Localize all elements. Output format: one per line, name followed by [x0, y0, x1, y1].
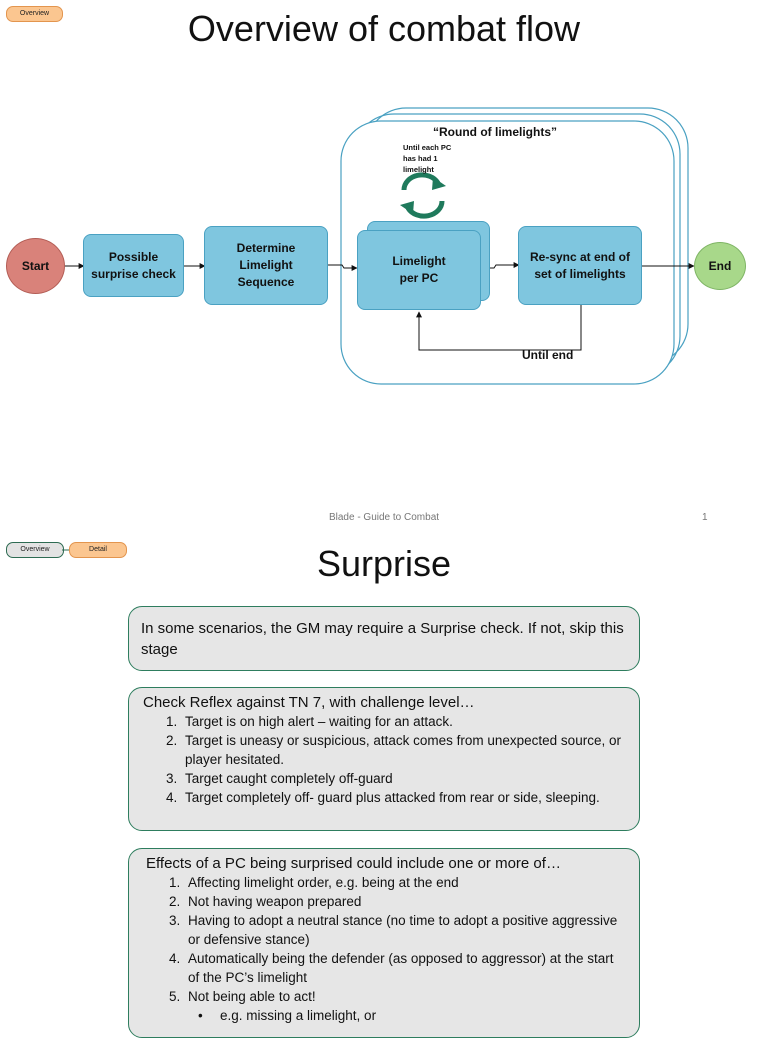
reflex-check-box: Check Reflex against TN 7, with challeng…	[128, 687, 640, 831]
surprise-intro-box: In some scenarios, the GM may require a …	[128, 606, 640, 671]
surprise-check-node: Possible surprise check	[83, 234, 184, 297]
limelight-per-pc-node: Limelight per PC	[357, 230, 481, 310]
end-node: End	[694, 242, 746, 290]
loop-condition-label: Until each PC has had 1 limelight	[403, 143, 452, 174]
list-item: Target completely off- guard plus attack…	[181, 788, 625, 807]
round-frame	[340, 120, 675, 385]
surprise-effects-sublist: e.g. missing a limelight, or	[146, 1006, 622, 1025]
list-item: e.g. missing a limelight, or	[220, 1006, 622, 1025]
reflex-check-lead: Check Reflex against TN 7, with challeng…	[143, 694, 475, 711]
nav-overview-tab[interactable]: Overview	[6, 6, 63, 22]
resync-node: Re-sync at end of set of limelights	[518, 226, 642, 305]
slide-footer: Blade - Guide to Combat	[328, 512, 440, 523]
list-item: Target caught completely off-guard	[181, 769, 625, 788]
slide2-title: Surprise	[316, 543, 452, 584]
breadcrumb-connector	[62, 549, 70, 551]
surprise-effects-box: Effects of a PC being surprised could in…	[128, 848, 640, 1038]
nav-detail-tab[interactable]: Detail	[69, 542, 127, 558]
surprise-effects-lead: Effects of a PC being surprised could in…	[146, 855, 561, 872]
list-item: Target is uneasy or suspicious, attack c…	[181, 731, 625, 769]
list-item: Affecting limelight order, e.g. being at…	[184, 873, 622, 892]
list-item: Having to adopt a neutral stance (no tim…	[184, 911, 622, 949]
challenge-level-list: Target is on high alert – waiting for an…	[143, 712, 625, 807]
list-item: Not being able to act!	[184, 987, 622, 1006]
round-of-limelights-label: “Round of limelights”	[433, 125, 557, 139]
page-number: 1	[702, 512, 708, 523]
slide-title: Overview of combat flow	[187, 8, 581, 49]
flow-connectors	[65, 107, 695, 385]
arrow-determine-limelight	[328, 264, 358, 271]
start-node: Start	[6, 238, 65, 294]
arrow-until-end-loop	[416, 305, 582, 351]
determine-sequence-node: Determine Limelight Sequence	[204, 226, 328, 305]
until-end-label: Until end	[522, 348, 574, 362]
surprise-effects-list: Affecting limelight order, e.g. being at…	[146, 873, 622, 1006]
list-item: Automatically being the defender (as opp…	[184, 949, 622, 987]
list-item: Not having weapon prepared	[184, 892, 622, 911]
list-item: Target is on high alert – waiting for an…	[181, 712, 625, 731]
